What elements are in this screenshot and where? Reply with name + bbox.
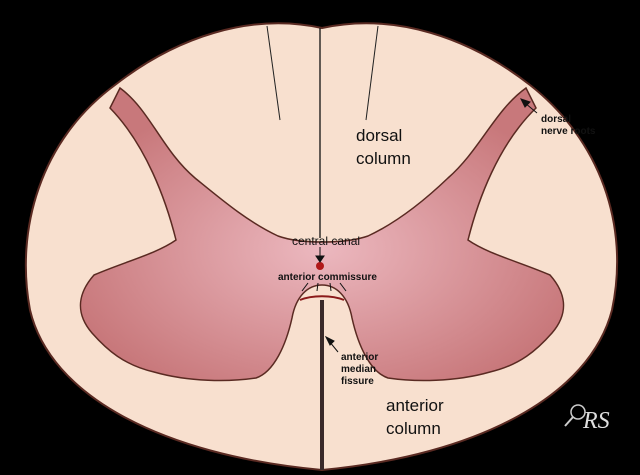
dorsal-nerve-roots-line2: nerve roots [541,126,596,137]
dorsal-nerve-roots-line1: dorsal [541,114,571,125]
arrowhead-dorsal-nerve-roots [520,98,531,108]
anterior-column-label: anterior column [386,396,448,438]
anterior-median-fissure-label: anterior median fissure [341,352,381,387]
arrow-commissure-left [301,282,309,292]
anterior-commissure-label: anterior commissure [278,272,377,283]
arrowhead-central-canal [315,255,325,263]
anterior-column-line1: anterior [386,396,444,415]
gray-matter [79,86,565,382]
anterior-column-line2: column [386,419,441,438]
arrow-commissure-right [339,282,347,292]
fissure-line2: median [341,364,376,375]
central-canal-label: central canal [292,234,360,248]
arrow-commissure-mid-left [316,282,319,292]
arrow-commissure-mid-right [329,282,332,292]
dorsal-nerve-roots-label: dorsal nerve roots [541,114,596,137]
watermark-text: RS [582,408,610,434]
anterior-median-fissure-notch [299,295,345,301]
fissure-line3: fissure [341,376,374,387]
fissure-line1: anterior [341,352,378,363]
arrowhead-anterior-median-fissure [324,335,335,346]
septum-right [365,25,379,121]
septum-left [266,25,281,121]
dorsal-column-line1: dorsal [356,126,402,145]
dorsal-column-label: dorsal column [356,126,411,168]
watermark-logo: RS [553,393,633,443]
central-canal-dot [316,262,324,270]
dorsal-column-line2: column [356,149,411,168]
